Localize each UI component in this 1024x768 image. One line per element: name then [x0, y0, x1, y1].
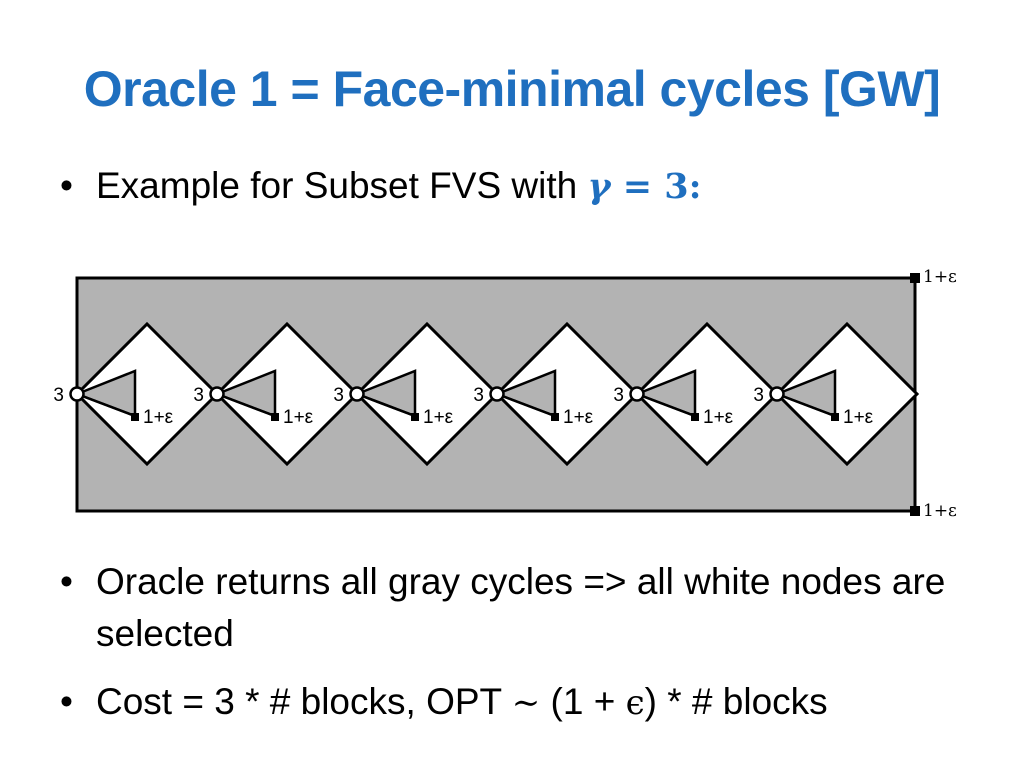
slide-title: Oracle 1 = Face-minimal cycles [GW] [83, 61, 941, 117]
white-node [489, 386, 505, 402]
gamma-symbol: γ [587, 166, 611, 207]
black-node [271, 413, 279, 421]
edge [216, 392, 276, 418]
edge [356, 392, 416, 418]
cost-text-a: Cost = 3 * # blocks, OPT [96, 681, 512, 722]
black-node-label: 1+ε [703, 407, 734, 428]
white-node [69, 386, 85, 402]
corner-node-top [910, 273, 920, 283]
white-node [349, 386, 365, 402]
edge [496, 392, 556, 418]
corner-bottom-label: 1+ε [923, 501, 957, 521]
gamma-value: = 3: [610, 166, 702, 207]
white-node [209, 386, 225, 402]
bullet-marker: • [60, 561, 73, 602]
bullet-marker: • [60, 681, 73, 722]
black-node [831, 413, 839, 421]
white-diamond-face [774, 321, 920, 467]
bullet-oracle: • Oracle returns all gray cycles => all … [60, 556, 960, 660]
white-node-label: 3 [333, 385, 344, 406]
black-node-label: 1+ε [843, 407, 874, 428]
epsilon-symbol: ϵ [625, 683, 645, 723]
bullet-cost: • Cost = 3 * # blocks, OPT ∼ (1 + ϵ) * #… [60, 676, 828, 729]
white-node [769, 386, 785, 402]
edge [76, 392, 136, 418]
white-node-label: 3 [193, 385, 204, 406]
white-node-label: 3 [53, 385, 64, 406]
bullet-example: • Example for Subset FVS with γ = 3: [60, 160, 702, 213]
corner-node-bottom [910, 506, 920, 516]
black-node-label: 1+ε [423, 407, 454, 428]
white-node-label: 3 [753, 385, 764, 406]
gamma-equation: γ = 3: [587, 166, 701, 207]
black-node [411, 413, 419, 421]
bullet-marker: • [60, 165, 73, 206]
cost-text-c: ) * # blocks [644, 681, 828, 722]
black-node-label: 1+ε [563, 407, 594, 428]
black-node-label: 1+ε [143, 407, 174, 428]
edge [776, 392, 836, 418]
cost-text-b: (1 + [540, 681, 626, 722]
black-node-label: 1+ε [283, 407, 314, 428]
edge [636, 392, 696, 418]
corner-top-label: 1+ε [923, 267, 957, 287]
white-node [629, 386, 645, 402]
black-node [131, 413, 139, 421]
white-node-label: 3 [473, 385, 484, 406]
bullet-example-text: Example for Subset FVS with [96, 165, 588, 206]
bullet-oracle-text: Oracle returns all gray cycles => all wh… [96, 561, 946, 654]
black-node [691, 413, 699, 421]
white-node-label: 3 [613, 385, 624, 406]
black-node [551, 413, 559, 421]
sim-symbol: ∼ [511, 683, 541, 723]
